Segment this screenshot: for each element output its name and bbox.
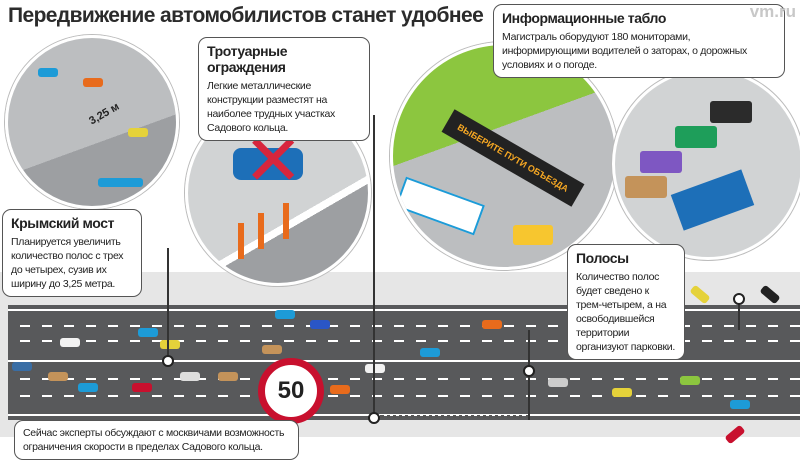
- callout-crimean-bridge: Крымский мост Планируется увеличить коли…: [2, 209, 142, 297]
- callout-heading: Тротуарные ограждения: [207, 43, 288, 75]
- car: [138, 328, 158, 337]
- connector-line: [373, 115, 375, 415]
- car: [180, 372, 200, 381]
- connector-dots: [380, 415, 530, 418]
- car: [218, 372, 238, 381]
- lane-width-label: 3,25 м: [87, 100, 122, 128]
- callout-sidewalk-barriers: Тротуарные ограждения Легкие металлическ…: [198, 37, 370, 141]
- car: [482, 320, 502, 329]
- bus-icon: [395, 176, 485, 236]
- lane-marking: [20, 325, 800, 327]
- lane-marking: [20, 340, 800, 342]
- car: [48, 372, 68, 381]
- bridge-lanes-illustration: 3,25 м: [5, 35, 179, 209]
- car: [132, 383, 152, 392]
- connector-dot: [523, 365, 535, 377]
- car: [160, 340, 180, 349]
- callout-lanes: Полосы Количество полос будет сведено к …: [567, 244, 685, 360]
- car: [275, 310, 295, 319]
- parking-illustration: [612, 68, 800, 260]
- lane-marking: [20, 395, 800, 397]
- truck-icon: [670, 169, 755, 231]
- car: [12, 362, 32, 371]
- car: [730, 400, 750, 409]
- infographic-title: Передвижение автомобилистов станет удобн…: [8, 4, 484, 27]
- callout-heading: Информационные табло: [502, 10, 666, 26]
- callout-info-boards: Информационные табло Магистраль оборудую…: [493, 4, 785, 78]
- car: [60, 338, 80, 347]
- info-board-sign: ВЫБЕРИТЕ ПУТИ ОБЪЕЗДА: [441, 109, 585, 207]
- median-line: [8, 360, 800, 362]
- car: [548, 378, 568, 387]
- callout-text: Магистраль оборудуют 180 мониторами, инф…: [502, 31, 747, 71]
- car-icon: [233, 148, 303, 180]
- car: [420, 348, 440, 357]
- car: [365, 364, 385, 373]
- connector-line: [738, 300, 740, 330]
- connector-dot: [162, 355, 174, 367]
- connector-dot: [368, 412, 380, 424]
- callout-heading: Крымский мост: [11, 215, 115, 231]
- car: [262, 345, 282, 354]
- car: [612, 388, 632, 397]
- connector-line: [167, 248, 169, 356]
- callout-text: Планируется увеличить количество полос с…: [11, 236, 124, 290]
- watermark: vm.ru: [749, 2, 796, 21]
- car: [330, 385, 350, 394]
- car: [680, 376, 700, 385]
- callout-speed: Сейчас эксперты обсуждают с москвичами в…: [14, 420, 299, 460]
- car: [310, 320, 330, 329]
- road-edge-line: [8, 309, 800, 311]
- callout-text: Легкие металлические конструкции размест…: [207, 80, 335, 134]
- car: [78, 383, 98, 392]
- connector-dot: [733, 293, 745, 305]
- callout-heading: Полосы: [576, 250, 629, 266]
- callout-text: Количество полос будет сведено к трем-че…: [576, 271, 675, 353]
- lane-marking: [20, 378, 800, 380]
- callout-text: Сейчас эксперты обсуждают с москвичами в…: [23, 427, 285, 453]
- speed-limit-sign: 50: [258, 358, 324, 424]
